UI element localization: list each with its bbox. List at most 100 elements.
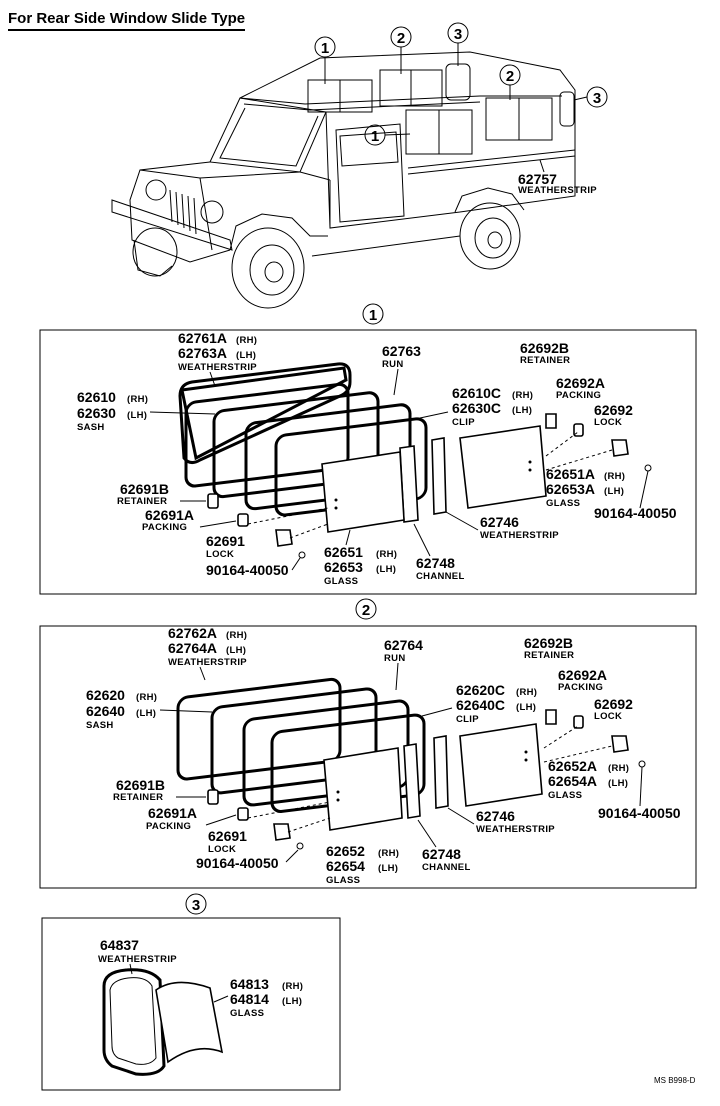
g2-clip-part-rh: 62620C xyxy=(456,682,505,698)
g2-sash-part-lh: 62640 xyxy=(86,703,125,719)
g2-glass-right-part-lh: 62654A xyxy=(548,773,597,789)
callout-1b: 1 xyxy=(371,128,379,145)
g1-channel-part: 62748 xyxy=(416,555,455,571)
g1-packing-left-name: PACKING xyxy=(142,522,187,533)
group-1-number: 1 xyxy=(369,307,377,324)
g1-lock-right-part: 62692 xyxy=(594,402,633,418)
g2-weatherstrip-part-lh: 62764A xyxy=(168,640,217,656)
vehicle-weatherstrip-part: 62757 xyxy=(518,171,557,187)
g2-retainer-left-part: 62691B xyxy=(116,777,165,793)
g1-weatherstrip2-name: WEATHERSTRIP xyxy=(480,530,559,541)
g1-clip-part-rh: 62610C xyxy=(452,385,501,401)
g2-retainer-top-name: RETAINER xyxy=(524,650,574,661)
g2-clip-name: CLIP xyxy=(456,714,479,725)
g2-weatherstrip-part-rh: 62762A xyxy=(168,625,217,641)
g1-glass-left-part-rh: 62651 xyxy=(324,544,363,560)
g2-sash-part-rh: 62620 xyxy=(86,687,125,703)
g2-glass-right-rh: (RH) xyxy=(608,763,629,774)
g2-clip-lh: (LH) xyxy=(516,702,536,713)
g3-weatherstrip-part: 64837 xyxy=(100,937,139,953)
g3-glass-part-lh: 64814 xyxy=(230,991,269,1007)
g2-glass-right-part-rh: 62652A xyxy=(548,758,597,774)
callout-3b: 3 xyxy=(593,90,601,107)
callout-3: 3 xyxy=(454,26,462,43)
g1-weatherstrip2-part: 62746 xyxy=(480,514,519,530)
g2-run-part: 62764 xyxy=(384,637,423,653)
g1-weatherstrip-rh: (RH) xyxy=(236,335,257,346)
g2-lock-left-part: 62691 xyxy=(208,828,247,844)
vehicle-weatherstrip-label: WEATHERSTRIP xyxy=(518,185,597,196)
g1-retainer-top-part: 62692B xyxy=(520,340,569,356)
g1-run-part: 62763 xyxy=(382,343,421,359)
g2-sash-name: SASH xyxy=(86,720,114,731)
group-1: 1 62761A (RH) 62 xyxy=(39,303,697,595)
g2-glass-left-name: GLASS xyxy=(326,875,360,886)
g1-lock-right-name: LOCK xyxy=(594,417,622,428)
g3-glass-name: GLASS xyxy=(230,1008,264,1019)
g1-retainer-top-name: RETAINER xyxy=(520,355,570,366)
g2-clip-rh: (RH) xyxy=(516,687,537,698)
g3-glass-rh: (RH) xyxy=(282,981,303,992)
g1-packing-right-name: PACKING xyxy=(556,390,601,401)
g1-screw-left-part: 90164-40050 xyxy=(206,562,289,578)
g2-weatherstrip2-name: WEATHERSTRIP xyxy=(476,824,555,835)
g2-glass-left-part-rh: 62652 xyxy=(326,843,365,859)
group-3: 3 64837 WEATHERSTRIP 64813 (RH) 64814 (L… xyxy=(41,893,341,1091)
g1-screw-right-part: 90164-40050 xyxy=(594,505,677,521)
g1-weatherstrip-lh: (LH) xyxy=(236,350,256,361)
g2-glass-right-name: GLASS xyxy=(548,790,582,801)
callout-2: 2 xyxy=(397,30,405,47)
g1-weatherstrip-part-lh: 62763A xyxy=(178,345,227,361)
g1-sash-rh: (RH) xyxy=(127,394,148,405)
g1-glass-left-lh: (LH) xyxy=(376,564,396,575)
g2-screw-left-part: 90164-40050 xyxy=(196,855,279,871)
g2-weatherstrip-lh: (LH) xyxy=(226,645,246,656)
g1-sash-part-rh: 62610 xyxy=(77,389,116,405)
g2-weatherstrip-name: WEATHERSTRIP xyxy=(168,657,247,668)
g2-retainer-left-name: RETAINER xyxy=(113,792,163,803)
g1-packing-left-part: 62691A xyxy=(145,507,194,523)
g2-packing-right-part: 62692A xyxy=(558,667,607,683)
vehicle-drawing xyxy=(111,51,576,309)
g2-channel-part: 62748 xyxy=(422,846,461,862)
footer-code: MS B998-D xyxy=(654,1076,696,1085)
g1-glass-right-name: GLASS xyxy=(546,498,580,509)
g2-clip-part-lh: 62640C xyxy=(456,697,505,713)
g2-glass-left-lh: (LH) xyxy=(378,863,398,874)
g2-glass-left-part-lh: 62654 xyxy=(326,858,365,874)
g1-glass-right-rh: (RH) xyxy=(604,471,625,482)
g2-run-name: RUN xyxy=(384,653,405,664)
g2-sash-lh: (LH) xyxy=(136,708,156,719)
g2-lock-left-name: LOCK xyxy=(208,844,236,855)
g1-sash-lh: (LH) xyxy=(127,410,147,421)
g2-weatherstrip2-part: 62746 xyxy=(476,808,515,824)
g2-packing-right-name: PACKING xyxy=(558,682,603,693)
g1-glass-left-name: GLASS xyxy=(324,576,358,587)
callout-2b: 2 xyxy=(506,68,514,85)
g3-weatherstrip-name: WEATHERSTRIP xyxy=(98,954,177,965)
g1-channel-name: CHANNEL xyxy=(416,571,465,582)
g1-glass-left-rh: (RH) xyxy=(376,549,397,560)
g1-glass-left-part-lh: 62653 xyxy=(324,559,363,575)
group-2-number: 2 xyxy=(362,602,370,619)
g1-sash-part-lh: 62630 xyxy=(77,405,116,421)
g1-lock-left-part: 62691 xyxy=(206,533,245,549)
g2-sash-rh: (RH) xyxy=(136,692,157,703)
callout-1: 1 xyxy=(321,40,329,57)
g3-glass-part-rh: 64813 xyxy=(230,976,269,992)
vehicle-callouts: 1 2 3 2 3 1 62757 WEATHERSTRIP xyxy=(314,22,608,196)
g1-glass-right-part-lh: 62653A xyxy=(546,481,595,497)
g1-retainer-left-part: 62691B xyxy=(120,481,169,497)
g1-glass-right-lh: (LH) xyxy=(604,486,624,497)
g2-glass-right-lh: (LH) xyxy=(608,778,628,789)
g2-weatherstrip-rh: (RH) xyxy=(226,630,247,641)
g1-clip-rh: (RH) xyxy=(512,390,533,401)
g2-lock-right-part: 62692 xyxy=(594,696,633,712)
g1-weatherstrip-name: WEATHERSTRIP xyxy=(178,362,257,373)
g1-run-name: RUN xyxy=(382,359,403,370)
g1-glass-right-part-rh: 62651A xyxy=(546,466,595,482)
group-3-number: 3 xyxy=(192,897,200,914)
group-2: 2 62762A (RH) 62764A (LH) WEATHERSTRIP 6… xyxy=(39,598,697,889)
g3-glass-lh: (LH) xyxy=(282,996,302,1007)
